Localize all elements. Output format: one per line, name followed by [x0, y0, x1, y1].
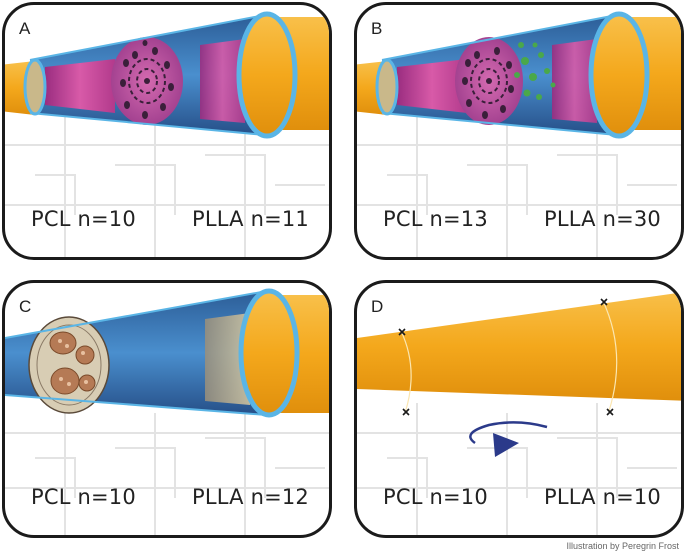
plla-count-label: PLLA n=10 [543, 485, 661, 509]
pink-channel-right [200, 39, 245, 123]
pcl-count-label: PCL n=10 [31, 207, 136, 231]
panel-a: A PCL n=10 PLLA n=11 [2, 2, 332, 260]
suture-icon [398, 298, 614, 416]
background-grid [357, 105, 681, 257]
conduit-rim [588, 11, 650, 139]
panel-letter: D [371, 297, 384, 316]
pcl-count-label: PCL n=13 [383, 207, 488, 231]
plla-count-label: PLLA n=12 [191, 485, 309, 509]
conduit-opening-left [23, 58, 47, 116]
porous-disc [455, 37, 523, 125]
panel-b: B PCL n=13 PLLA n=30 [354, 2, 684, 260]
conduit-rim [238, 288, 300, 418]
conduit-opening-left [375, 58, 399, 116]
illustration-credit: Illustration by Peregrin Frost [566, 541, 679, 551]
grey-channel [205, 313, 250, 405]
conduit-rim [236, 11, 298, 139]
panel-letter: C [19, 297, 32, 316]
nerve-graft [357, 292, 681, 401]
plla-count-label: PLLA n=30 [543, 207, 661, 231]
rotation-arrow-icon [469, 421, 548, 457]
panel-d: D PCL n=10 PLLA n=10 [354, 280, 684, 538]
nerve-graft-illustration-d [357, 292, 681, 535]
plla-count-label: PLLA n=11 [191, 207, 309, 231]
panel-letter: A [19, 19, 31, 38]
panel-c: C PCL n=10 PLLA n=12 [2, 280, 332, 538]
background-grid [5, 403, 329, 535]
suture-lines [400, 300, 618, 414]
conduit-illustration-b [357, 11, 681, 257]
background-grid [5, 105, 329, 257]
nerve-cross-section [28, 316, 110, 414]
pink-channel [45, 59, 115, 113]
pink-channel-right [552, 39, 597, 123]
conduit-illustration-c [5, 288, 329, 535]
growth-factor-particles [514, 42, 556, 100]
pink-channel [397, 59, 467, 113]
pcl-count-label: PCL n=10 [31, 485, 136, 509]
conduit-illustration-a [5, 11, 329, 257]
pcl-count-label: PCL n=10 [383, 485, 488, 509]
panel-letter: B [371, 19, 383, 38]
background-grid [357, 403, 681, 535]
porous-disc [111, 37, 183, 125]
